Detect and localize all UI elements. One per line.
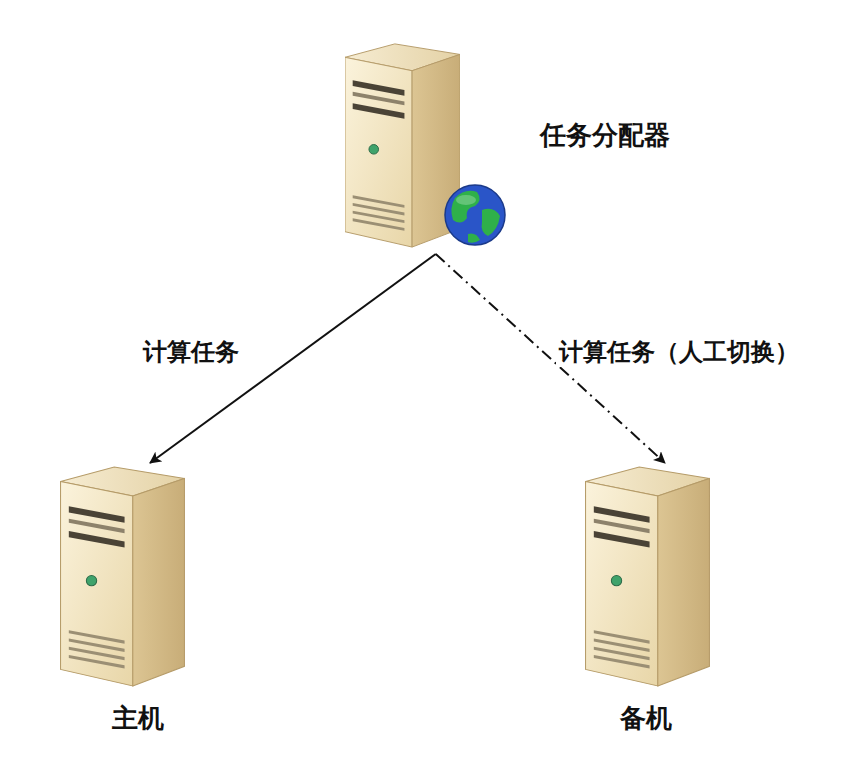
dispatcher-server-icon (345, 44, 460, 247)
primary-server-icon (61, 467, 185, 686)
edge-label: 计算任务（人工切换） (556, 338, 802, 367)
globe-icon (445, 185, 505, 245)
edge-label: 计算任务 (140, 338, 242, 367)
server-label: 主机 (112, 703, 164, 734)
backup-server: 备机 (585, 465, 710, 687)
server-label: 任务分配器 (540, 120, 670, 151)
dispatcher-server: 任务分配器 (345, 40, 510, 250)
primary-server: 主机 (60, 465, 185, 687)
backup-server-icon (586, 467, 710, 686)
server-label: 备机 (620, 703, 672, 734)
